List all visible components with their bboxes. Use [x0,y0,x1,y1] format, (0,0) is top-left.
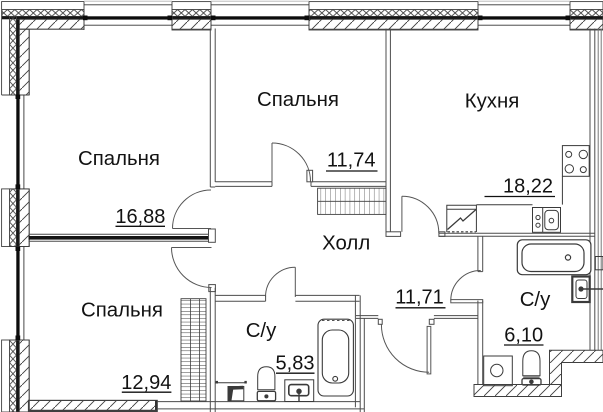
svg-text:Кухня: Кухня [465,91,520,113]
svg-text:Спальня: Спальня [81,300,163,322]
svg-text:С/у: С/у [246,320,277,342]
svg-text:12,94: 12,94 [121,372,171,394]
svg-text:5,83: 5,83 [276,352,315,374]
svg-text:Спальня: Спальня [257,89,339,111]
svg-text:6,10: 6,10 [504,324,543,346]
svg-text:16,88: 16,88 [115,206,165,228]
svg-text:С/у: С/у [520,289,551,311]
svg-text:18,22: 18,22 [503,175,553,197]
svg-text:Спальня: Спальня [78,148,160,170]
svg-text:Холл: Холл [322,233,370,255]
svg-text:11,74: 11,74 [327,150,376,172]
svg-text:11,71: 11,71 [395,287,444,309]
